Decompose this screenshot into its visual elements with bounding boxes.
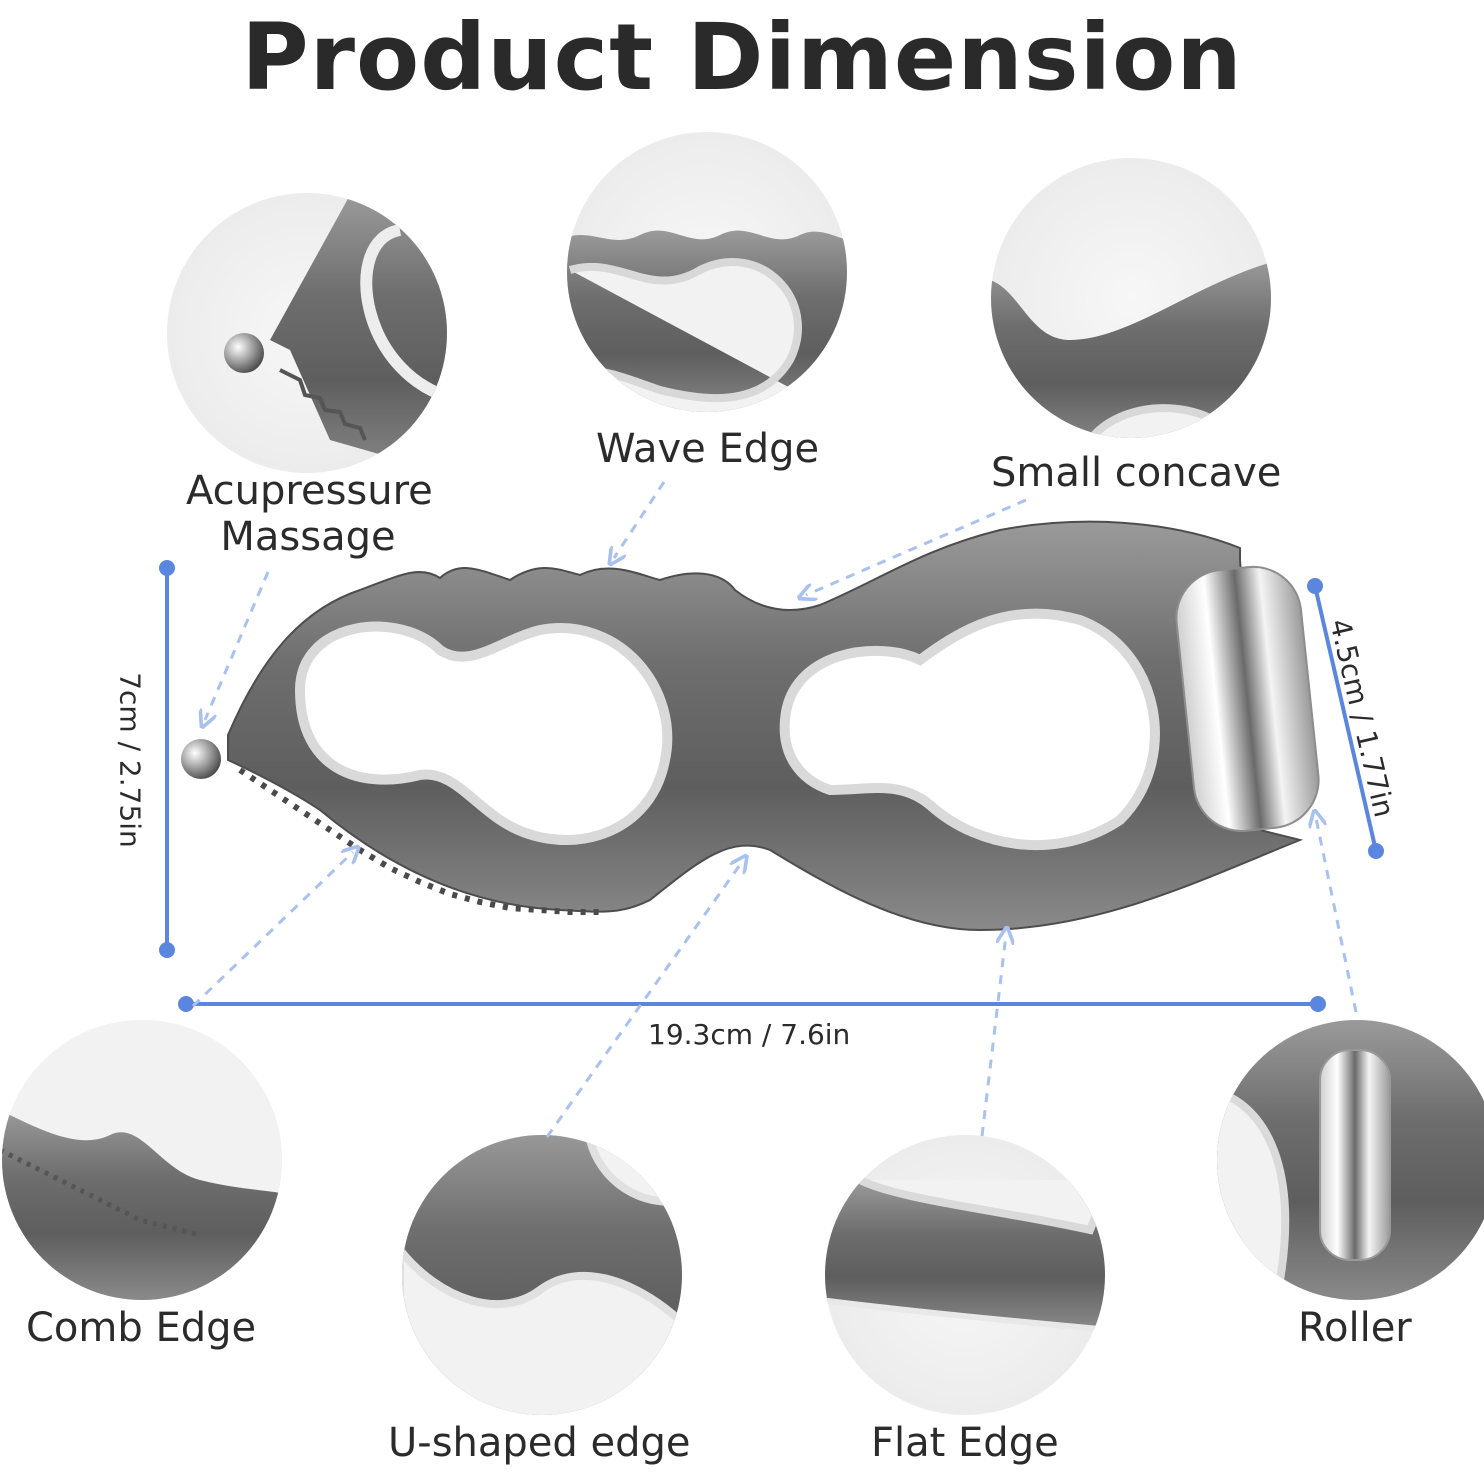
page-title: Product Dimension [241,4,1243,111]
label-flat-edge: Flat Edge [871,1420,1059,1466]
detail-circle-roller [1217,1020,1484,1300]
leader-lines [191,481,1358,1138]
label-acupressure-line1: Acupressure [186,468,433,514]
detail-circle-ushaped [402,1135,682,1415]
dimension-height-label: 7cm / 2.75in [113,672,147,848]
roller-icon [1175,565,1320,833]
dimension-height [159,560,175,958]
label-acupressure: Acupressure Massage [186,468,433,560]
label-u-shaped-edge: U-shaped edge [388,1420,691,1466]
label-comb-edge: Comb Edge [26,1305,257,1351]
detail-circle-flat [825,1135,1105,1415]
label-wave-edge: Wave Edge [596,426,820,472]
dimension-length [178,996,1326,1012]
right-grip-hole [779,608,1160,850]
dimension-head [1307,578,1384,859]
detail-circle-concave [991,158,1271,438]
label-acupressure-line2: Massage [220,514,396,560]
product-opener [181,520,1320,932]
detail-circle-comb [2,1020,282,1300]
detail-circle-wave [567,132,847,412]
left-grip-hole [294,621,673,845]
massage-ball-icon [224,333,264,373]
label-roller: Roller [1298,1305,1412,1351]
label-small-concave: Small concave [991,450,1282,496]
dimension-length-label: 19.3cm / 7.6in [648,1018,851,1051]
massage-ball-icon [181,739,221,779]
detail-circle-acupressure [167,193,447,473]
